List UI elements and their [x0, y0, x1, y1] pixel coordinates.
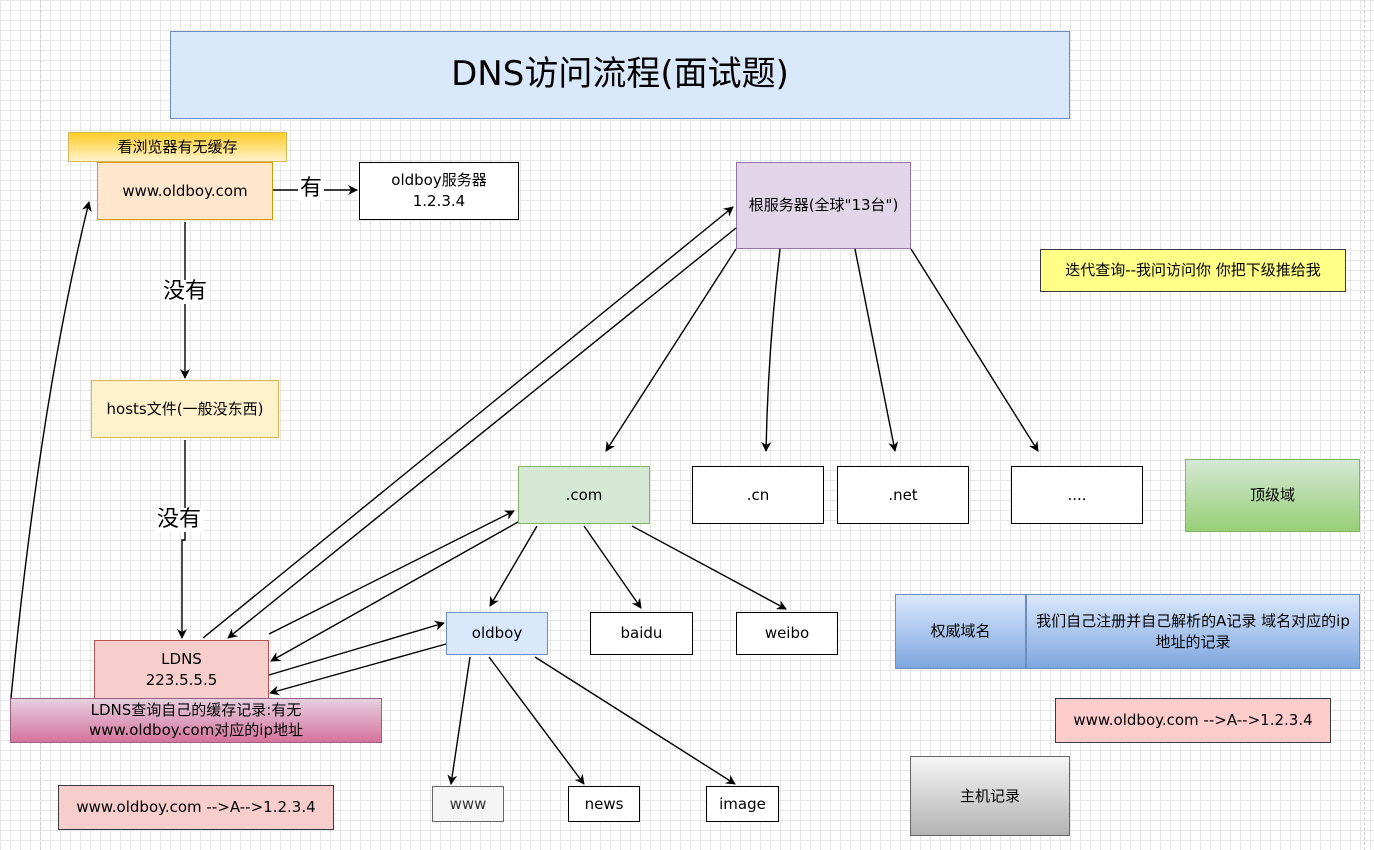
host-www-node[interactable]: www: [432, 786, 504, 822]
ldns-ip: 223.5.5.5: [145, 671, 218, 689]
arrow-ldns-to-root: [202, 206, 734, 639]
oldboy-server-node[interactable]: oldboy服务器 1.2.3.4: [359, 162, 519, 220]
tld-more-node[interactable]: ....: [1011, 466, 1143, 524]
sld-weibo-node[interactable]: weibo: [736, 612, 838, 655]
arrow-com-to-oldboy: [489, 525, 538, 607]
arrow-oldboy-to-ldns: [269, 643, 447, 696]
title-text: DNS访问流程(面试题): [451, 54, 789, 95]
arrow-com-to-baidu: [583, 525, 642, 609]
ldns-cache-label: LDNS查询自己的缓存记录:有无 www.oldboy.com对应的ip地址: [10, 698, 382, 743]
arrow-root-to-cn: [761, 248, 781, 452]
title-box: DNS访问流程(面试题): [170, 31, 1070, 119]
arrow-root-to-net: [854, 248, 899, 452]
root-server-node[interactable]: 根服务器(全球"13台"): [736, 162, 911, 249]
sld-oldboy-node[interactable]: oldboy: [446, 612, 548, 655]
browser-cache-label: 看浏览器有无缓存: [68, 132, 287, 162]
tld-com-node[interactable]: .com: [518, 466, 650, 524]
arrow-ldns-to-oldboy: [268, 620, 445, 676]
arrow-com-to-weibo: [631, 525, 787, 610]
record-right: www.oldboy.com -->A-->1.2.3.4: [1055, 698, 1331, 743]
arrow-oldboy-to-news: [488, 656, 585, 785]
authoritative-desc: 我们自己注册并自己解析的A记录 域名对应的ip地址的记录: [1026, 594, 1360, 669]
arrow-oldboy-to-image: [534, 656, 736, 785]
domain-node[interactable]: www.oldboy.com: [97, 162, 273, 220]
ldns-node[interactable]: LDNS 223.5.5.5: [94, 640, 269, 700]
host-image-node[interactable]: image: [706, 786, 779, 822]
arrow-hosts-to-ldns: [177, 440, 187, 639]
page-guide-right: [1364, 0, 1365, 850]
edge-label-no-2: 没有: [155, 507, 204, 533]
tld-cn-node[interactable]: .cn: [692, 466, 824, 524]
oldboy-server-name: oldboy服务器: [391, 171, 487, 189]
arrow-root-to-com: [605, 248, 737, 452]
ldns-name: LDNS: [161, 650, 202, 668]
tld-net-node[interactable]: .net: [837, 466, 969, 524]
top-level-domain-label: 顶级域: [1185, 459, 1360, 532]
host-news-node[interactable]: news: [568, 786, 640, 822]
sld-baidu-node[interactable]: baidu: [590, 612, 693, 655]
arrow-oldboy-to-www: [447, 656, 471, 785]
arrow-ldns-to-domain: [10, 201, 92, 699]
edge-label-yes: 有: [298, 176, 325, 202]
iterative-note: 迭代查询--我问访问你 你把下级推给我: [1040, 249, 1346, 292]
hosts-file-node[interactable]: hosts文件(一般没东西): [91, 380, 279, 438]
edge-label-no-1: 没有: [161, 279, 210, 305]
arrow-root-to-ldns: [227, 227, 737, 639]
record-left: www.oldboy.com -->A-->1.2.3.4: [58, 785, 334, 830]
arrow-root-to-more: [910, 248, 1039, 452]
authoritative-label: 权威域名: [895, 594, 1026, 669]
host-record-label: 主机记录: [910, 756, 1070, 836]
oldboy-server-ip: 1.2.3.4: [412, 192, 466, 210]
